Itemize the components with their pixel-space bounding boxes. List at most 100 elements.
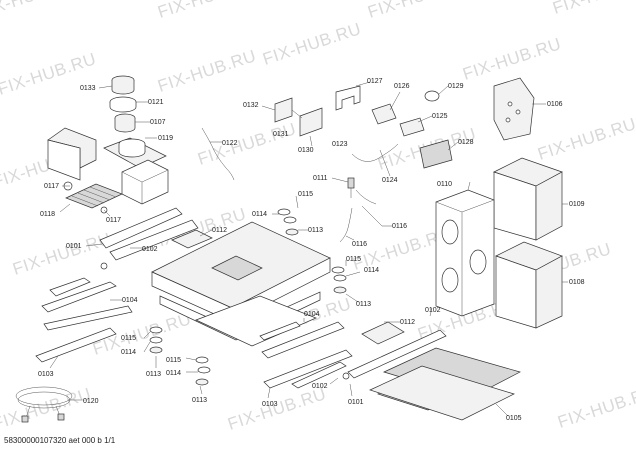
control-board [299, 107, 323, 137]
part-label: 0124 [382, 177, 398, 184]
u-bracket [47, 127, 97, 181]
part-label: 0125 [432, 113, 448, 120]
part-label: 0106 [547, 101, 563, 108]
control-module [171, 229, 213, 249]
part-label: 0115 [298, 191, 313, 198]
cable-harness [201, 127, 235, 181]
part-label: 0130 [298, 147, 314, 154]
cable [361, 205, 383, 227]
part-label: 0114 [252, 211, 267, 218]
lower-chimney-duct [495, 241, 563, 329]
lamp-socket [371, 103, 397, 125]
part-label: 0128 [458, 139, 474, 146]
part-label: 0119 [158, 135, 173, 142]
part-label: 0117 [106, 217, 121, 224]
part-label: 0132 [243, 102, 259, 109]
grommet-stack-top [277, 208, 299, 236]
part-label: 0111 [313, 175, 328, 182]
part-label: 0133 [80, 85, 96, 92]
part-label: 0112 [400, 319, 415, 326]
filter-cover [419, 139, 453, 169]
part-label: 0102 [425, 307, 441, 314]
glass-canopy-panels [369, 347, 521, 421]
part-label: 0113 [192, 397, 207, 404]
part-label: 0105 [506, 415, 522, 422]
screw-icon [100, 262, 108, 270]
watermark: FIX-HUB.RU [0, 0, 79, 22]
watermark: FIX-HUB.RU [460, 34, 563, 84]
drawing-footer: 58300000107320 aet 000 b 1/1 [4, 436, 116, 445]
side-profile [35, 327, 117, 363]
part-label: 0112 [212, 227, 227, 234]
part-label: 0131 [273, 131, 289, 138]
part-label: 0103 [38, 371, 54, 378]
mounting-plate-with-collar [103, 137, 167, 169]
part-label: 0117 [44, 183, 59, 190]
part-label: 0116 [352, 241, 367, 248]
leader-lines [49, 81, 568, 417]
part-label: 0115 [166, 357, 181, 364]
side-profile [41, 281, 117, 313]
part-labels: 0133 0121 0107 0119 0132 0131 0130 0127 … [38, 78, 585, 422]
transformer [399, 117, 425, 137]
hood-body [151, 221, 331, 347]
part-label: 0104 [304, 311, 320, 318]
part-label: 0122 [222, 140, 238, 147]
watermark: FIX-HUB.RU [225, 384, 328, 434]
side-profile [263, 349, 353, 389]
cable-coil [15, 386, 73, 423]
side-profile [49, 277, 91, 297]
watermark: FIX-HUB.RU [535, 114, 636, 164]
grease-filter-grid [65, 183, 123, 209]
power-connector [347, 177, 377, 205]
side-profile [259, 321, 301, 341]
part-label: 0102 [142, 246, 158, 253]
front-trim-strip [291, 361, 347, 389]
grommet-stack-right [331, 266, 347, 294]
duct-frame-box [121, 159, 169, 205]
watermark: FIX-HUB.RU [0, 384, 94, 434]
part-label: 0114 [121, 349, 136, 356]
front-trim-strip [99, 207, 183, 249]
front-trim-strip [109, 219, 199, 261]
part-label: 0103 [262, 401, 278, 408]
watermark: FIX-HUB.RU [155, 46, 258, 96]
part-label: 0108 [569, 279, 585, 286]
watermark: FIX-HUB.RU [155, 0, 258, 22]
part-label: 0110 [437, 181, 452, 188]
watermark: FIX-HUB.RU [260, 19, 363, 69]
part-label: 0104 [122, 297, 138, 304]
control-panel [493, 77, 535, 141]
upper-chimney-duct [493, 157, 563, 241]
grommet-stack-bottom [195, 356, 211, 386]
flange-ring-stack [109, 75, 137, 133]
part-label: 0102 [312, 383, 328, 390]
control-module [361, 321, 405, 345]
part-label: 0101 [66, 243, 82, 250]
grommet-stack-left [149, 326, 163, 354]
part-label: 0115 [346, 256, 361, 263]
parts-layer [15, 75, 563, 423]
part-label: 0107 [150, 119, 166, 126]
part-label: 0114 [364, 267, 379, 274]
cable [339, 207, 353, 243]
lamp-bulb [424, 90, 440, 102]
part-label: 0127 [367, 78, 383, 85]
part-label: 0123 [332, 141, 348, 148]
watermark: FIX-HUB.RU [365, 0, 468, 22]
part-label: 0101 [348, 399, 364, 406]
part-label: 0113 [308, 227, 323, 234]
part-label: 0114 [166, 370, 181, 377]
chimney-support-frame [435, 189, 495, 317]
part-label: 0120 [83, 398, 99, 405]
part-label: 0116 [392, 223, 407, 230]
switch-bracket [274, 97, 293, 123]
front-trim-strip [347, 329, 447, 379]
part-label: 0115 [121, 335, 136, 342]
part-label: 0113 [146, 371, 161, 378]
part-label: 0118 [40, 211, 55, 218]
part-label: 0126 [394, 83, 410, 90]
part-label: 0113 [356, 301, 371, 308]
